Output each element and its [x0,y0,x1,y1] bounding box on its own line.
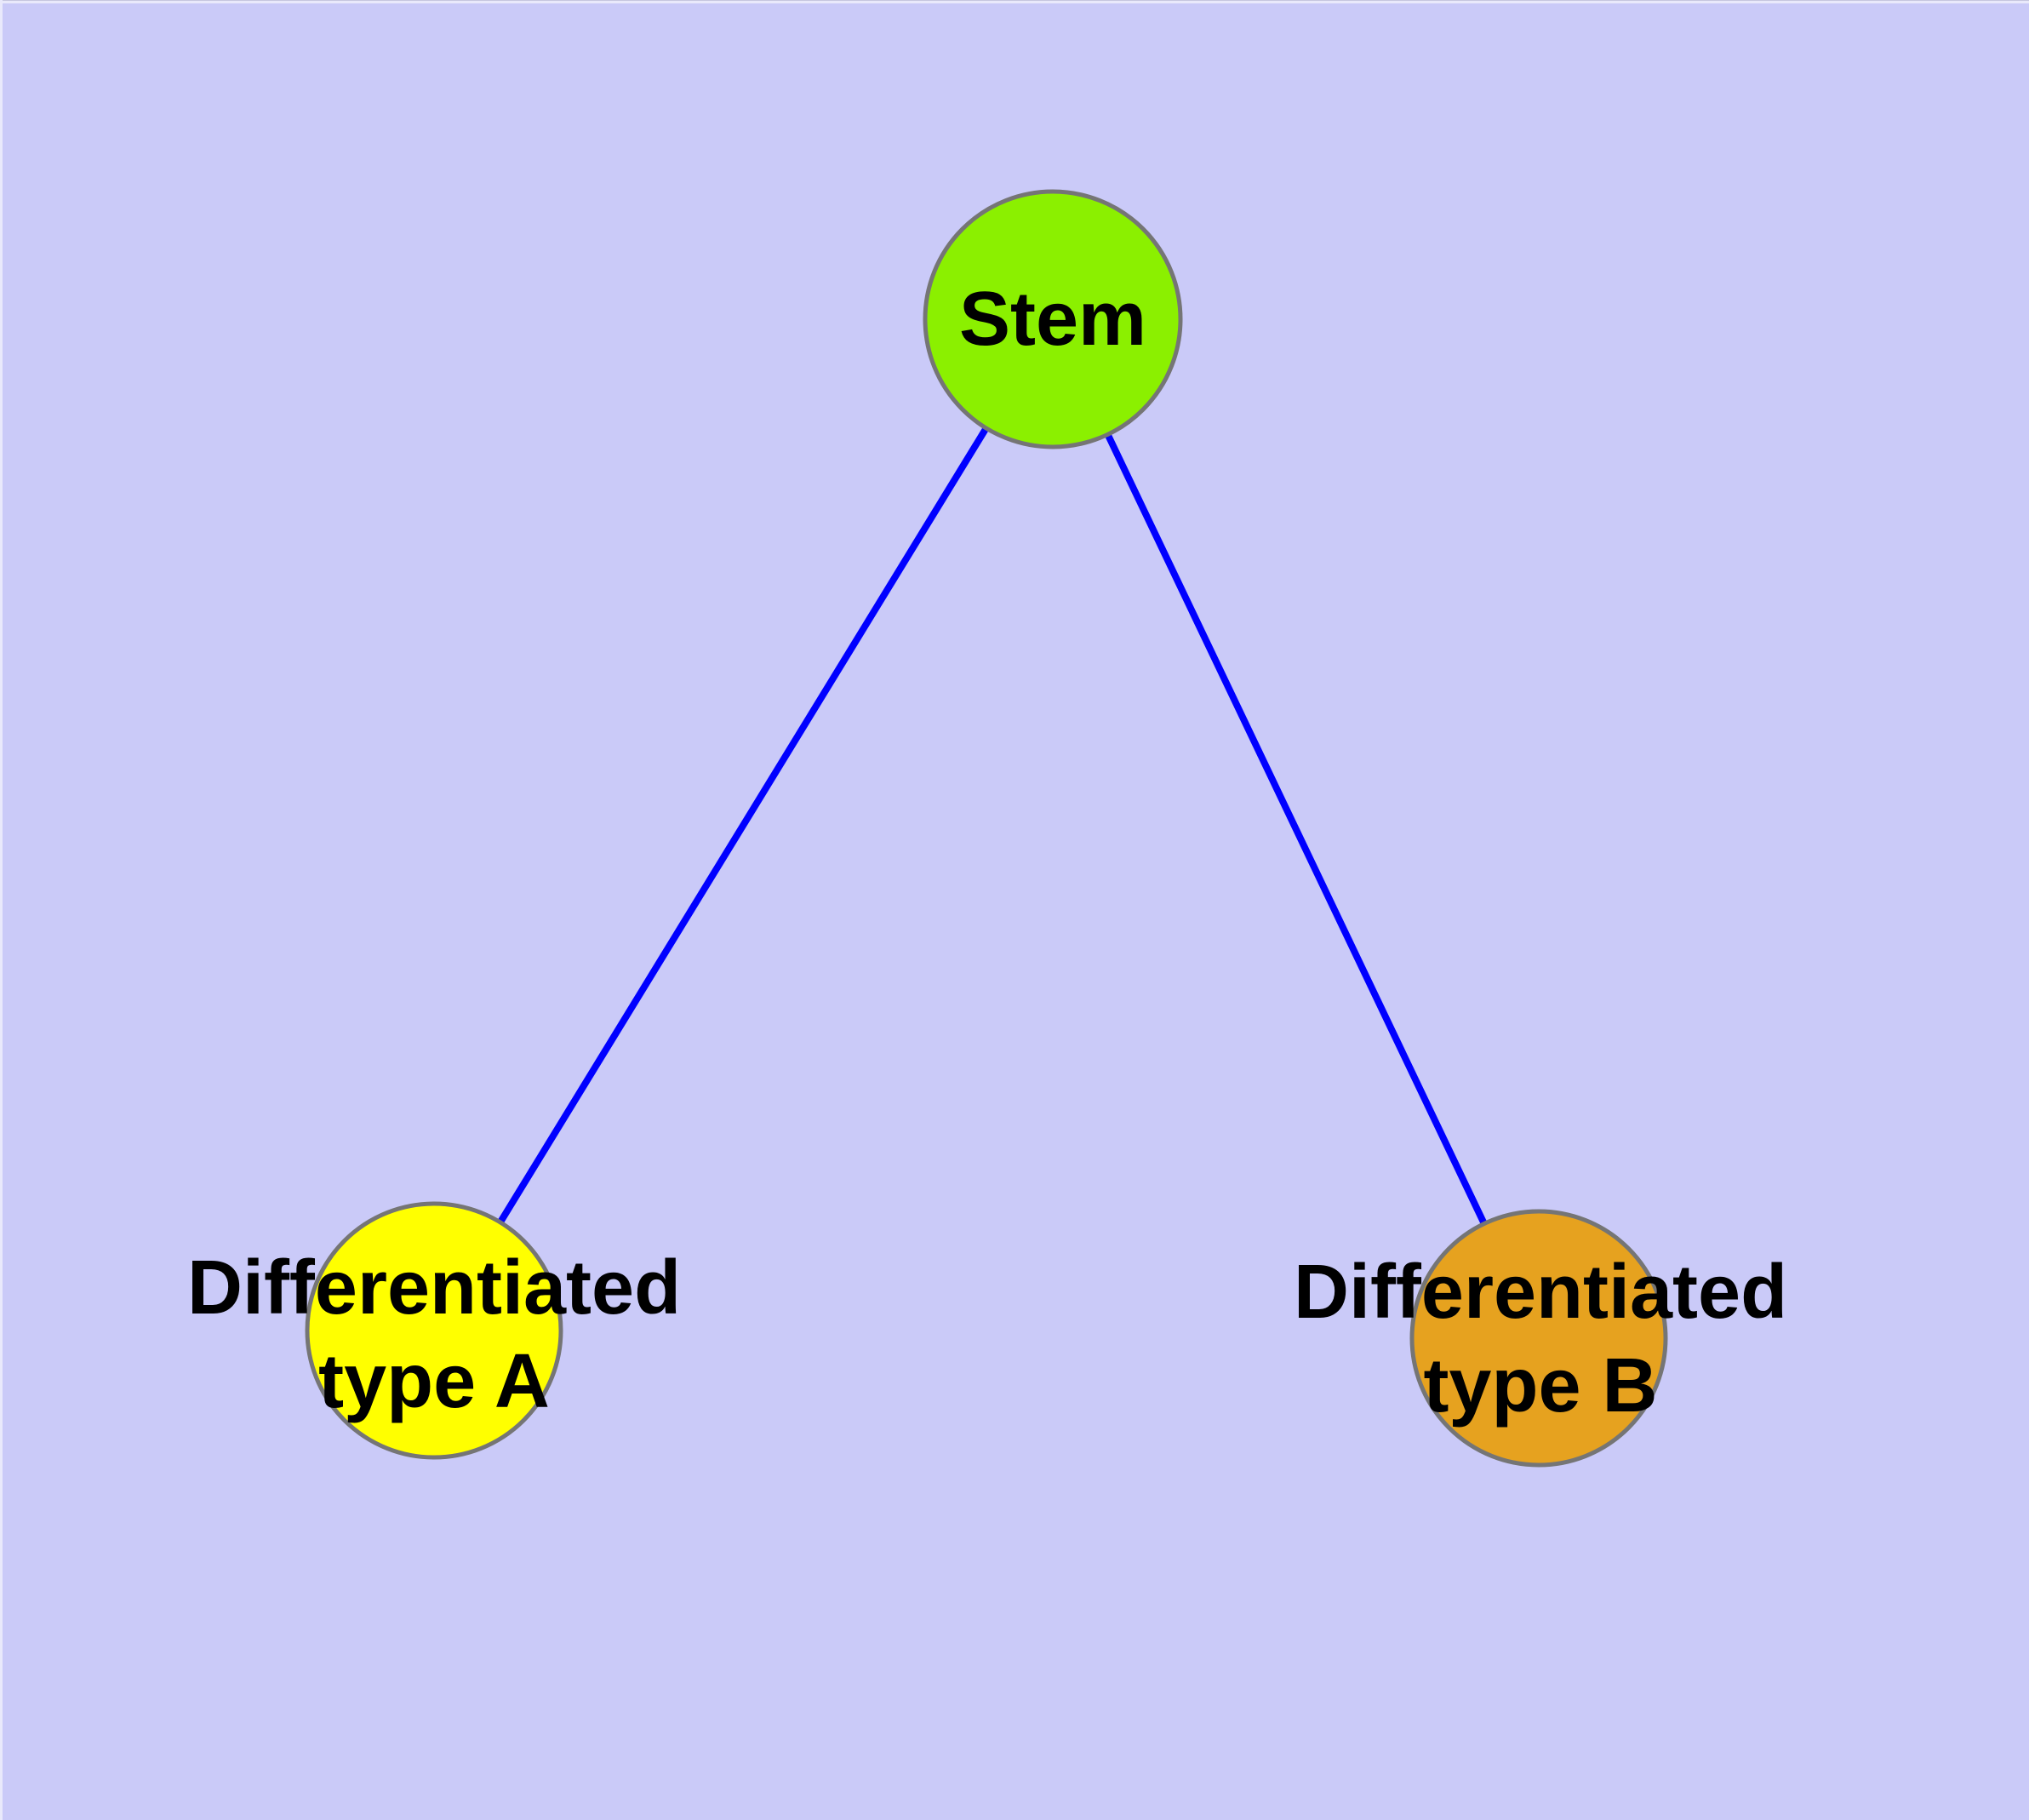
edge-stem-to-type-b [1049,318,1542,1340]
node-stem-circle [923,189,1183,449]
node-type-a-circle [305,1201,563,1460]
image-edge-highlight-left [0,0,3,1820]
node-type-b-circle [1409,1209,1668,1468]
node-type-b-label: Differentiated type B [1293,1250,1788,1428]
node-stem-label: Stem [958,277,1147,362]
image-edge-highlight-top [0,0,2029,3]
edge-stem-to-type-a [431,317,1056,1333]
node-type-a-label: Differentiated type A [186,1245,682,1424]
